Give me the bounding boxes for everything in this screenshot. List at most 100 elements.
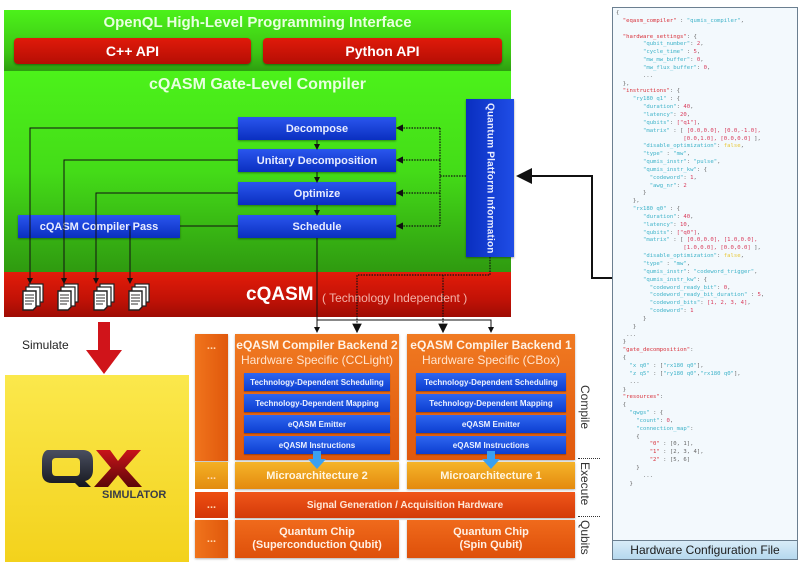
simulate-arrow-icon bbox=[86, 322, 122, 374]
cpp-api-block: C++ API bbox=[14, 38, 251, 64]
config-line: "1" : [2, 3, 4], bbox=[649, 449, 704, 456]
config-line: }, bbox=[616, 198, 640, 205]
config-line: }, bbox=[616, 80, 630, 87]
config-line: "awg_nr": 2 bbox=[649, 182, 687, 189]
config-line: "resources": bbox=[622, 394, 664, 401]
config-line: } bbox=[616, 315, 647, 322]
chip-line2: (Spin Qubit) bbox=[459, 539, 523, 551]
quantum-platform-information-block bbox=[466, 99, 514, 257]
microarchitecture-1: Microarchitecture 1 bbox=[407, 462, 575, 489]
config-line: "x q0" : ["rx180 q0"], bbox=[629, 362, 704, 369]
other-microarchitecture-ellipsis: ... bbox=[195, 462, 228, 489]
hardware-config-json: { "eqasm_compiler" : "qumis_compiler", "… bbox=[616, 10, 796, 536]
config-line: } bbox=[616, 339, 627, 346]
config-line: } bbox=[616, 464, 640, 471]
config-line: { bbox=[616, 355, 627, 362]
pass-unitary-decomposition: Unitary Decomposition bbox=[238, 149, 396, 172]
quantum-platform-information-label-wrap: Quantum Platform Information bbox=[466, 99, 514, 257]
config-line: "codeword": 1, bbox=[649, 174, 697, 181]
pass-schedule: Schedule bbox=[238, 215, 396, 238]
config-line: ... bbox=[616, 378, 640, 385]
stage-separator bbox=[578, 516, 600, 517]
backend-title: eQASM Compiler Backend 1 bbox=[410, 338, 572, 352]
stage-execute-label: Execute bbox=[578, 462, 592, 506]
quantum-chip-superconducting: Quantum Chip (Superconduction Qubit) bbox=[235, 520, 399, 558]
config-line: "qubits": ["q1"], bbox=[642, 119, 701, 126]
other-signal-ellipsis: ... bbox=[195, 492, 228, 518]
qx-simulator-text: SIMULATOR bbox=[102, 489, 166, 500]
backend-step-instructions: eQASM Instructions bbox=[244, 436, 390, 454]
backend-step-mapping: Technology-Dependent Mapping bbox=[244, 394, 390, 412]
config-line: { bbox=[616, 433, 640, 440]
cqasm-compiler-pass: cQASM Compiler Pass bbox=[18, 215, 180, 238]
config-line: "rx180 q0" : { bbox=[632, 206, 681, 213]
stage-qubits-label: Qubits bbox=[578, 520, 592, 555]
config-line: } bbox=[616, 190, 647, 197]
document-icon bbox=[93, 283, 115, 311]
chip-line1: Quantum Chip bbox=[279, 526, 355, 538]
config-line: } bbox=[616, 480, 633, 487]
config-line: "qumis_instr_kw": { bbox=[642, 276, 707, 283]
backend-title: eQASM Compiler Backend 2 bbox=[236, 338, 398, 352]
other-backend-ellipsis: ... bbox=[195, 334, 228, 461]
backend-step-emitter: eQASM Emitter bbox=[416, 415, 566, 433]
chip-line2: (Superconduction Qubit) bbox=[252, 539, 382, 551]
config-line: "qumis_instr": "pulse", bbox=[642, 159, 721, 166]
quantum-chip-spin: Quantum Chip (Spin Qubit) bbox=[407, 520, 575, 558]
config-line: "duration": 40, bbox=[642, 104, 694, 111]
config-line: "matrix" : [ [0.0,0.0], [0.0,-1.0], bbox=[642, 127, 761, 134]
quantum-platform-information-label: Quantum Platform Information bbox=[484, 102, 496, 254]
simulate-label: Simulate bbox=[22, 338, 69, 352]
config-line: "disable_optimization": false, bbox=[642, 143, 745, 150]
document-icon bbox=[22, 283, 44, 311]
signal-generation-hardware: Signal Generation / Acquisition Hardware bbox=[235, 492, 575, 518]
config-line: "z q5" : ["ry180 q0","rx180 q0"], bbox=[629, 370, 741, 377]
config-line: "codeword_ready_bit_duration" : 5, bbox=[649, 292, 765, 299]
config-line: "0" : [0, 1], bbox=[649, 441, 694, 448]
config-line: "disable_optimization": false, bbox=[642, 253, 745, 260]
config-line: "connection_map": bbox=[636, 425, 694, 432]
config-line: } bbox=[616, 323, 637, 330]
config-line: ... bbox=[616, 331, 637, 338]
api-layer-title: OpenQL High-Level Programming Interface bbox=[103, 14, 412, 31]
document-icon bbox=[128, 283, 150, 311]
hardware-config-file-panel bbox=[612, 7, 798, 560]
cqasm-label: cQASM bbox=[246, 284, 314, 305]
config-line: "type" : "mw", bbox=[642, 261, 691, 267]
eqasm-backend-2: eQASM Compiler Backend 2 Hardware Specif… bbox=[235, 334, 399, 460]
config-line: } bbox=[616, 386, 627, 393]
config-line: "qwgs" : { bbox=[629, 410, 664, 417]
stage-compile-label: Compile bbox=[578, 385, 592, 430]
config-line: "ry180 q1" : { bbox=[632, 96, 681, 103]
config-line: "duration": 40, bbox=[642, 213, 694, 220]
config-line: "codeword_bits": [1, 2, 3, 4], bbox=[649, 300, 751, 307]
cqasm-subtitle: ( Technology Independent ) bbox=[322, 291, 468, 305]
config-line: "eqasm_compiler" : "qumis_compiler", bbox=[622, 17, 745, 24]
config-line: "qubits": ["q0"], bbox=[642, 229, 701, 236]
config-line: ... bbox=[616, 72, 654, 79]
config-line: "type" : "mw", bbox=[642, 151, 691, 158]
eqasm-backend-1: eQASM Compiler Backend 1 Hardware Specif… bbox=[407, 334, 575, 460]
stage-separator bbox=[578, 458, 600, 459]
config-line: "codeword_ready_bit": 0, bbox=[649, 284, 731, 291]
config-line: [0.0,1.0], [0.0,0.0] ], bbox=[683, 135, 761, 142]
document-icon bbox=[57, 283, 79, 311]
config-line: "count": 0, bbox=[636, 417, 674, 424]
chip-line1: Quantum Chip bbox=[453, 526, 529, 538]
backend-step-emitter: eQASM Emitter bbox=[244, 415, 390, 433]
config-line: "latency": 20, bbox=[642, 111, 691, 118]
backend-subtitle: Hardware Specific (CCLight) bbox=[240, 353, 394, 367]
config-line bbox=[616, 26, 796, 34]
qx-simulator-box bbox=[5, 375, 189, 562]
config-line: "latency": 10, bbox=[642, 221, 691, 228]
compiler-title: cQASM Gate-Level Compiler bbox=[149, 76, 366, 93]
down-arrow-icon bbox=[482, 451, 500, 469]
config-line: "2" : [5, 6] bbox=[649, 457, 691, 464]
backend-step-instructions: eQASM Instructions bbox=[416, 436, 566, 454]
python-api-block: Python API bbox=[263, 38, 502, 64]
config-line: { bbox=[616, 402, 627, 409]
config-line: "instructions": { bbox=[622, 88, 681, 95]
microarchitecture-2: Microarchitecture 2 bbox=[235, 462, 399, 489]
config-line: "qumis_instr": "codeword_trigger", bbox=[642, 268, 758, 275]
config-line: [1.0,0.0], [0.0,0.0] ], bbox=[683, 245, 761, 252]
